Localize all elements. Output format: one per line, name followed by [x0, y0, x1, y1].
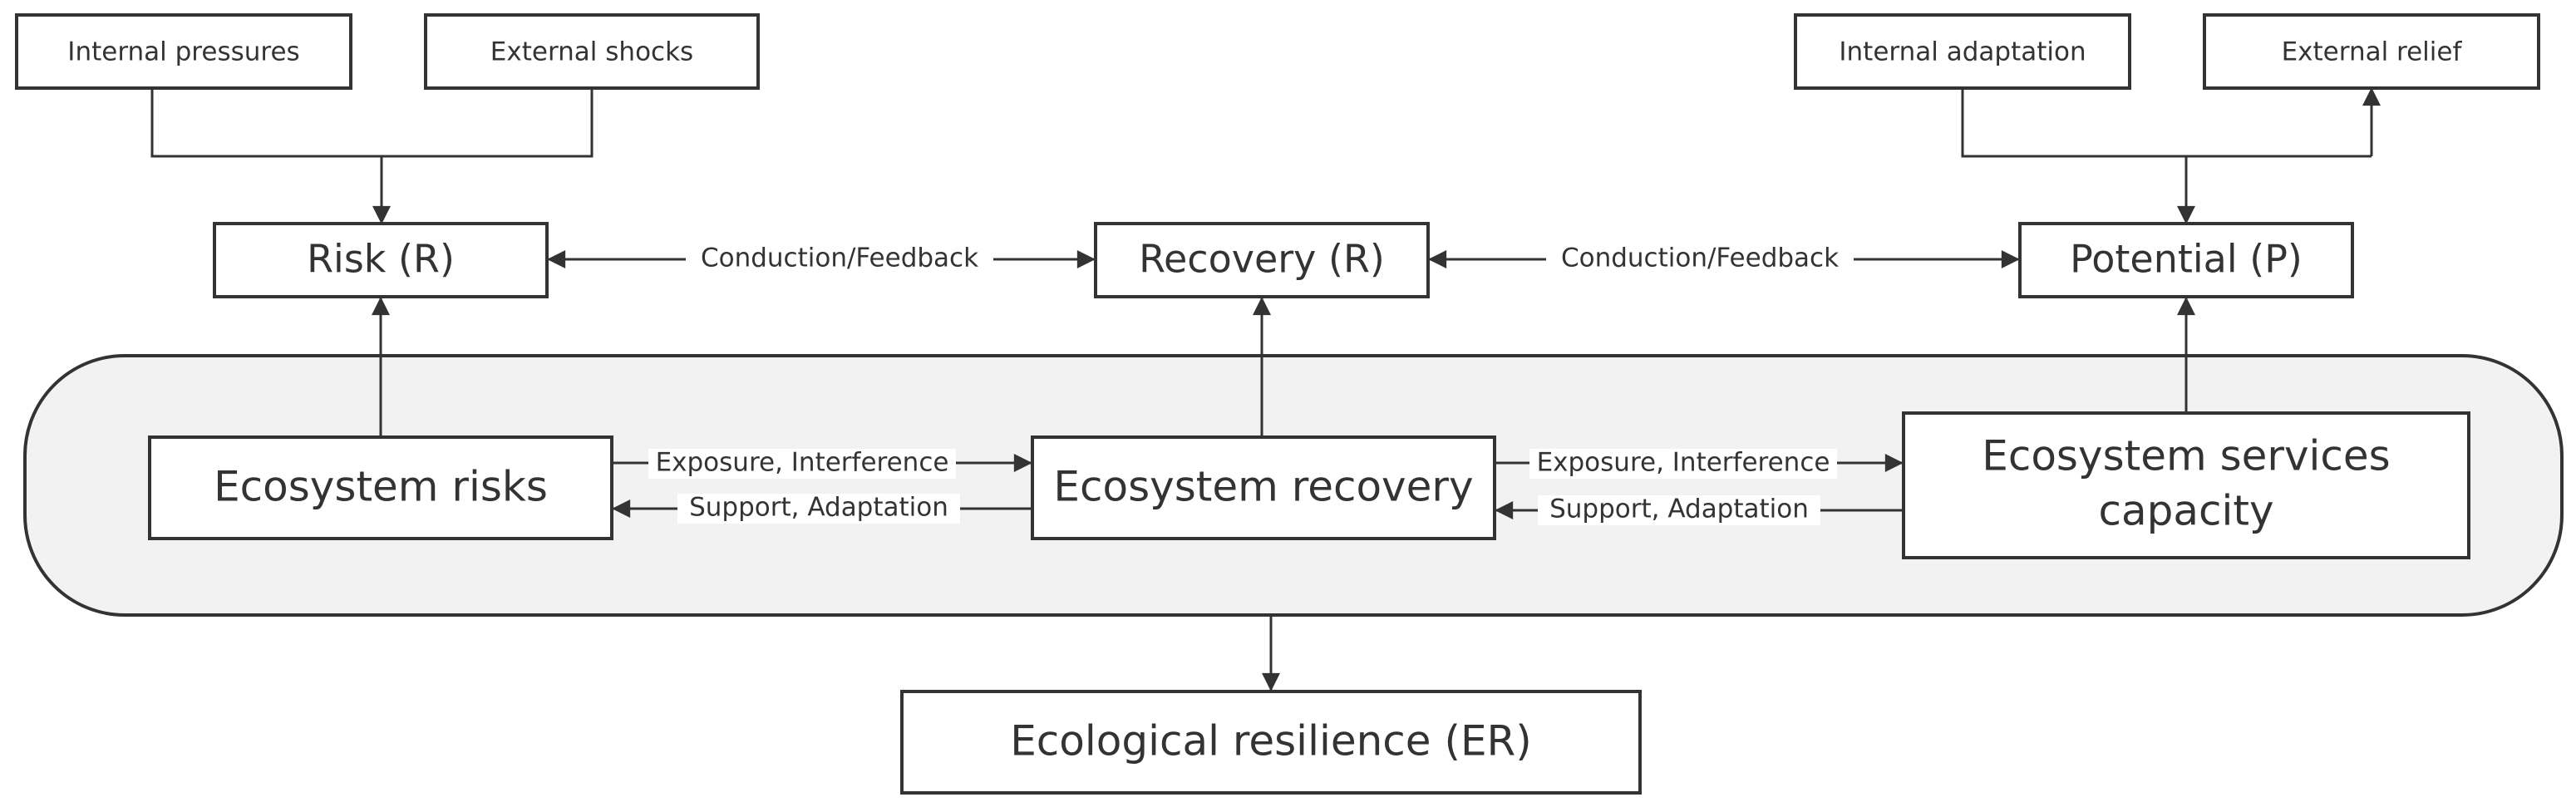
- ecological-resilience-label: Ecological resilience (ER): [1010, 717, 1532, 765]
- internal-adaptation-node: Internal adaptation: [1794, 13, 2131, 90]
- potential-node: Potential (P): [2018, 222, 2354, 298]
- ecosystem-services-label-line2: capacity: [2098, 487, 2273, 535]
- external-shocks-label: External shocks: [490, 37, 693, 67]
- internal-adaptation-label: Internal adaptation: [1839, 37, 2086, 67]
- recovery-node: Recovery (R): [1094, 222, 1430, 298]
- internal-pressures-node: Internal pressures: [15, 13, 352, 90]
- ecosystem-services-capacity-node: Ecosystem services capacity: [1902, 411, 2470, 559]
- conduction-feedback-right-label: Conduction/Feedback: [1561, 244, 1839, 273]
- external-relief-label: External relief: [2282, 37, 2463, 67]
- internal-pressures-label: Internal pressures: [67, 37, 299, 67]
- ecosystem-risks-node: Ecosystem risks: [148, 435, 613, 540]
- recovery-label: Recovery (R): [1139, 237, 1385, 282]
- adaptation-to-potential-connector: [1961, 88, 2372, 158]
- exposure-interference-left-label: Exposure, Interference: [656, 448, 949, 478]
- external-relief-node: External relief: [2203, 13, 2540, 90]
- conduction-feedback-left-label: Conduction/Feedback: [701, 244, 978, 273]
- drivers-to-risk-connector: [150, 88, 594, 158]
- ecosystem-risks-label: Ecosystem risks: [214, 463, 548, 511]
- exposure-interference-right-label: Exposure, Interference: [1537, 448, 1830, 478]
- ecosystem-recovery-label: Ecosystem recovery: [1053, 463, 1473, 511]
- ecological-resilience-node: Ecological resilience (ER): [900, 690, 1642, 795]
- external-shocks-node: External shocks: [424, 13, 760, 90]
- ecosystem-services-label-line1: Ecosystem services: [1982, 432, 2390, 480]
- potential-label: Potential (P): [2070, 237, 2303, 282]
- ecosystem-recovery-node: Ecosystem recovery: [1031, 435, 1496, 540]
- risk-label: Risk (R): [307, 237, 455, 282]
- risk-node: Risk (R): [213, 222, 549, 298]
- support-adaptation-right-label: Support, Adaptation: [1549, 495, 1809, 524]
- support-adaptation-left-label: Support, Adaptation: [689, 493, 948, 523]
